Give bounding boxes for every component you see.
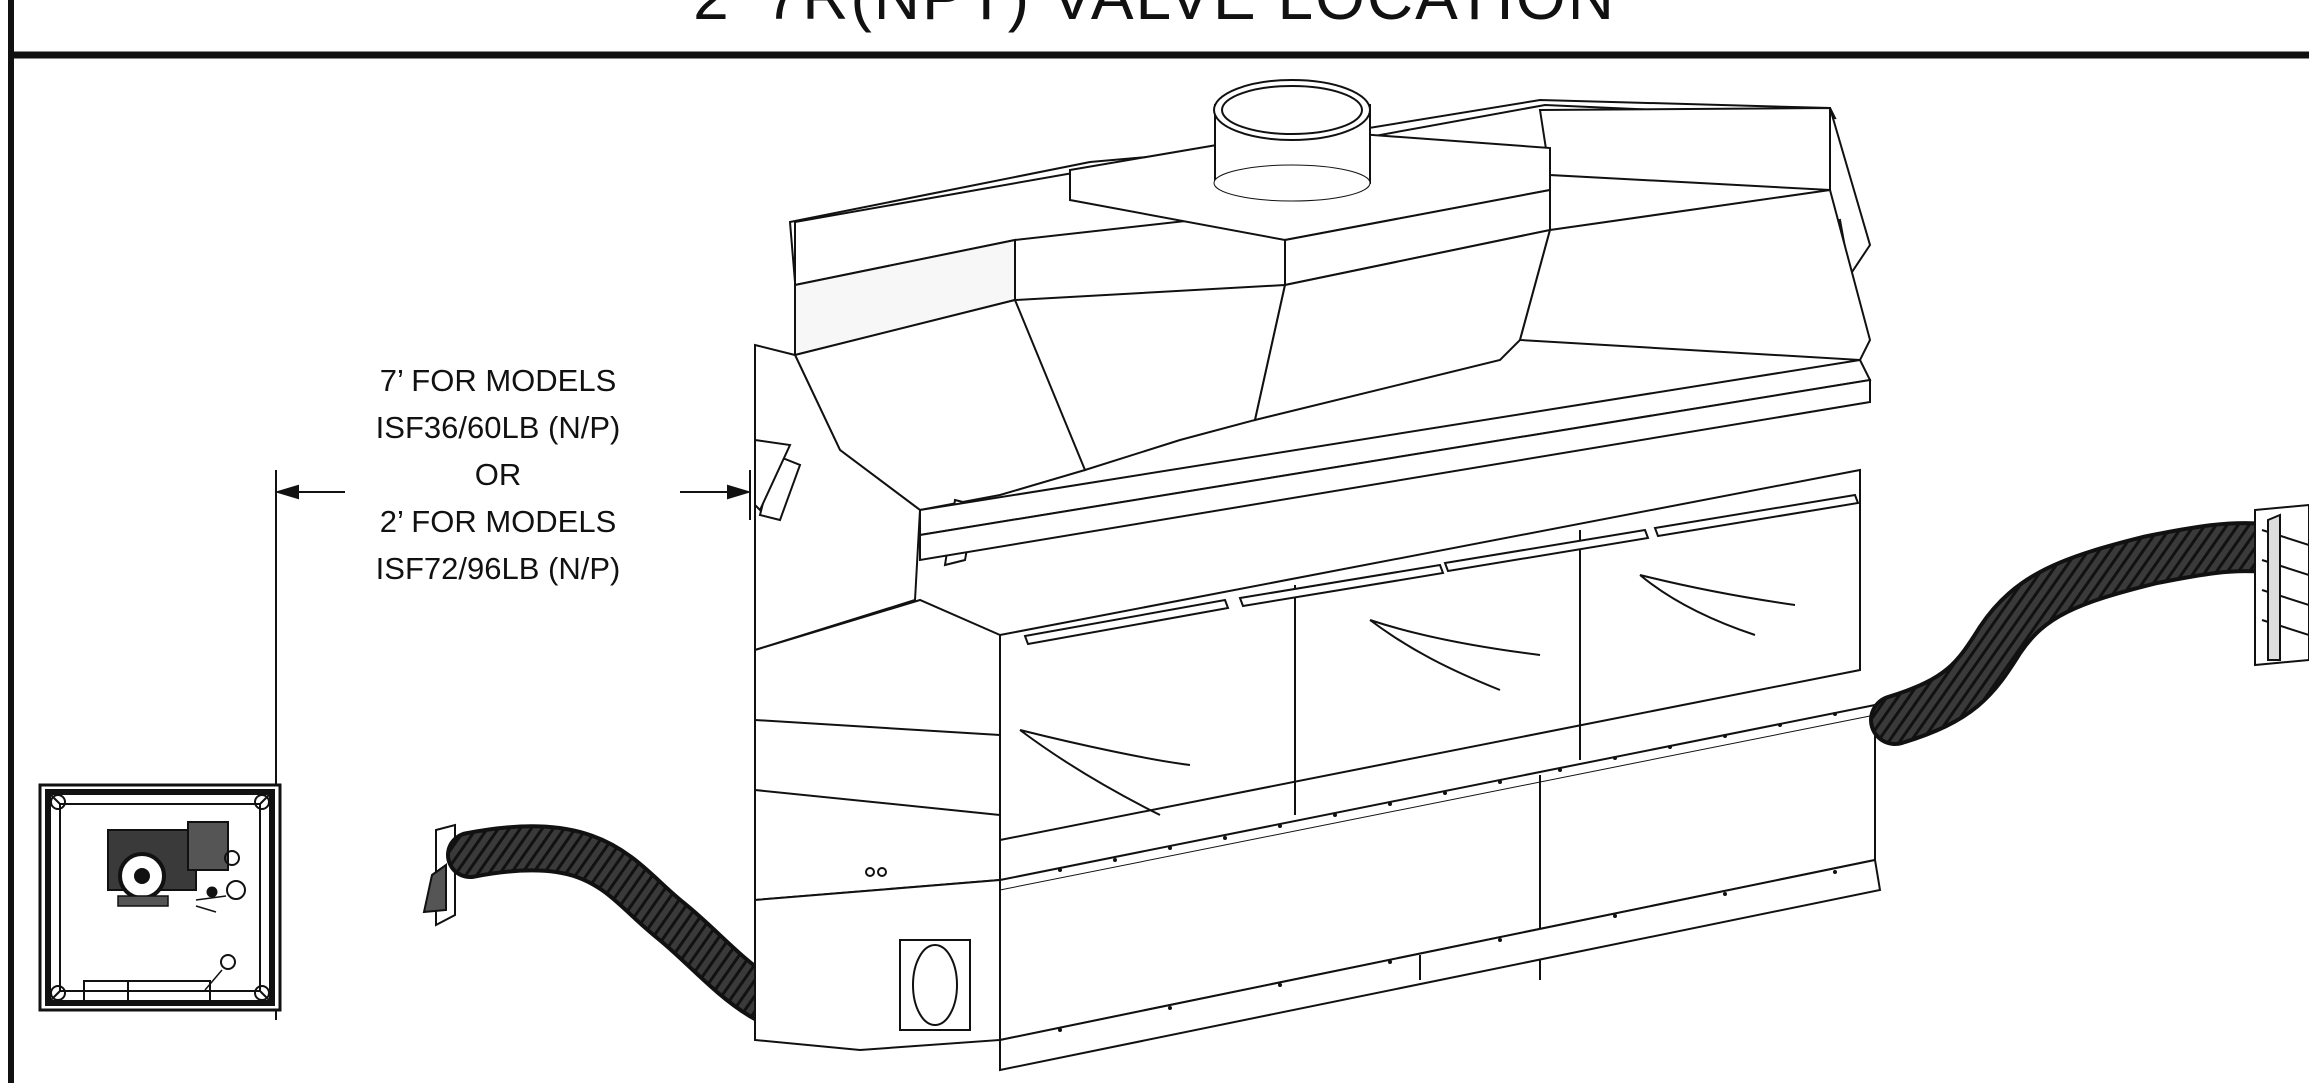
fireplace-unit	[754, 79, 1882, 1072]
title-band: 2' 7R(NPT) VALVE LOCATION	[0, 0, 2309, 56]
valve-box	[38, 783, 282, 1012]
dimension-note-line-2: ISF36/60LB (N/P)	[375, 410, 621, 445]
dimension-note-line-5: ISF72/96LB (N/P)	[375, 551, 621, 586]
dimension-note-line-4: 2’ FOR MODELS	[379, 504, 617, 539]
dimension-note-line-1: 7’ FOR MODELS	[379, 363, 617, 398]
gas-valve-icon	[107, 821, 246, 913]
dimension-note-line-3: OR	[474, 457, 522, 492]
drawing-frame	[8, 0, 2309, 1083]
drawing-title: 2' 7R(NPT) VALVE LOCATION	[0, 0, 2309, 34]
right-vent-termination	[2254, 503, 2309, 667]
